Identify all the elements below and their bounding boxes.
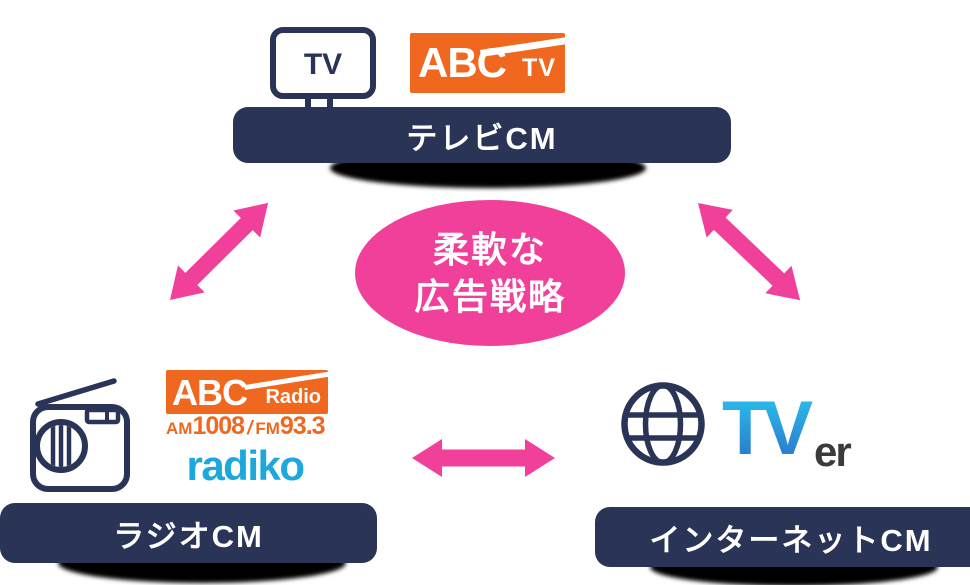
freq-am-label: AM: [166, 419, 193, 438]
abc-radio-logo-suffix: Radio: [265, 386, 321, 408]
abc-tv-logo-suffix: TV: [522, 54, 556, 82]
internet-cm-banner-label: インターネットCM: [649, 522, 933, 558]
double-arrow-tv-radio-icon: [170, 202, 269, 300]
internet-cm-banner: インターネットCM: [595, 507, 970, 567]
freq-separator: /: [247, 418, 253, 439]
freq-fm-value: 93.3: [279, 412, 326, 440]
tv-cm-banner: テレビCM: [233, 107, 731, 163]
tver-er-text: er: [814, 428, 851, 475]
strategy-ellipse: 柔軟な 広告戦略: [355, 200, 625, 346]
abc-tv-logo-abc: ABC: [418, 39, 507, 86]
abc-tv-logo: ABC TV: [410, 33, 565, 93]
tver-logo: TV er: [722, 388, 853, 475]
radio-icon: [30, 378, 130, 492]
freq-am-value: 1008: [192, 412, 245, 440]
double-arrow-radio-internet-icon: [412, 439, 555, 477]
freq-fm-label: FM: [255, 419, 280, 438]
tv-icon: TV: [270, 27, 376, 110]
strategy-line2: 広告戦略: [413, 276, 566, 317]
radiko-logo: radiko: [186, 442, 305, 489]
abc-radio-logo: ABC Radio: [166, 370, 328, 414]
tver-tv-text: TV: [722, 388, 813, 471]
radio-cm-banner-label: ラジオCM: [113, 518, 264, 554]
double-arrow-tv-internet-icon: [698, 203, 801, 301]
strategy-line1: 柔軟な: [432, 229, 547, 270]
abc-radio-logo-abc: ABC: [172, 372, 248, 413]
tv-icon-label: TV: [304, 48, 342, 81]
radio-cm-banner: ラジオCM: [0, 503, 377, 563]
radio-frequency: AM 1008 / FM 93.3: [166, 412, 332, 441]
tv-cm-banner-label: テレビCM: [406, 120, 558, 156]
globe-icon: [621, 382, 705, 466]
